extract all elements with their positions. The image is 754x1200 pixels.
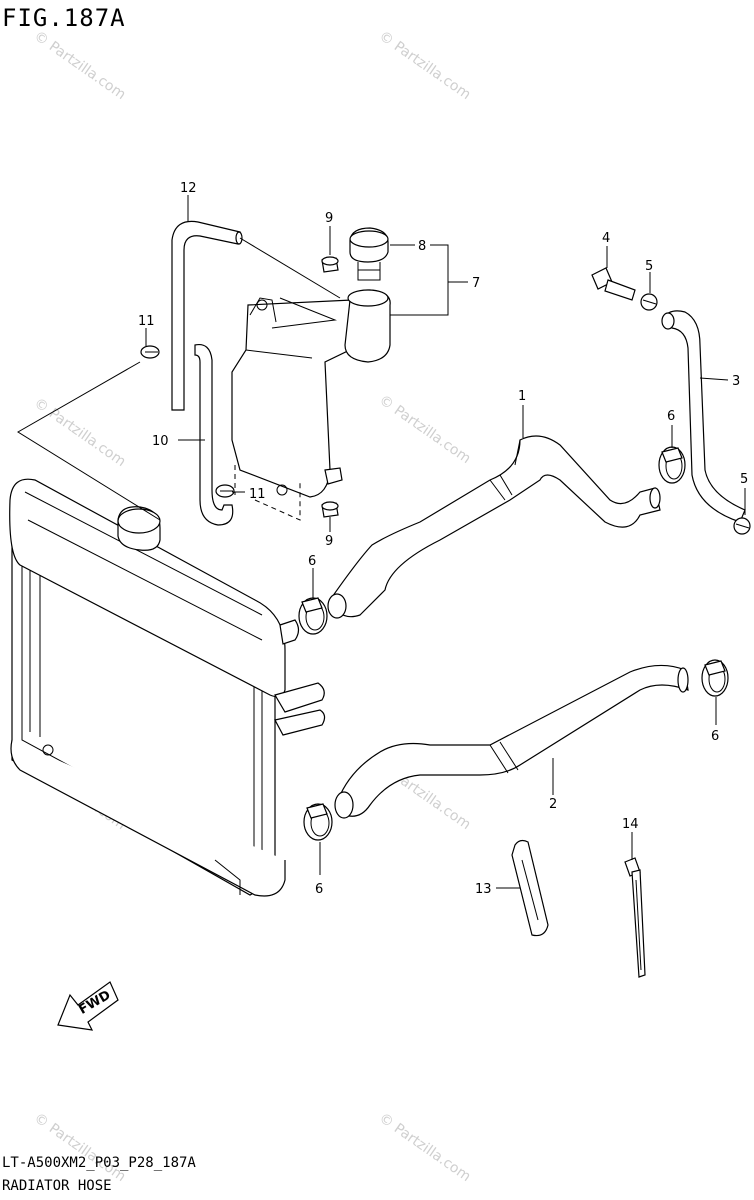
callout-11: 11: [249, 487, 266, 502]
hose-clamp-6: [658, 446, 686, 484]
radiator: [9, 478, 326, 897]
callout-2: 2: [549, 797, 557, 812]
radiator-inlet-hose-1: [327, 435, 661, 619]
bypass-hose-3: [661, 310, 746, 523]
hose-clamp-6: [303, 803, 333, 841]
callout-7: 7: [472, 276, 480, 291]
forward-arrow: FWD: [57, 981, 119, 1031]
diagram-code: LT-A500XM2_P03_P28_187A: [2, 1155, 196, 1171]
cable-tie-14: [624, 857, 646, 978]
callout-6: 6: [308, 554, 316, 569]
breather-hose-10: [194, 343, 234, 526]
callout-11: 11: [138, 314, 155, 329]
callout-6: 6: [315, 882, 323, 897]
callout-12: 12: [180, 181, 197, 196]
figure-title: FIG.187A: [2, 4, 126, 32]
hose-holder-13: [511, 839, 549, 937]
callout-6: 6: [711, 729, 719, 744]
callout-9: 9: [325, 534, 333, 549]
clamp-5-upper: [640, 293, 658, 311]
callout-5: 5: [740, 472, 748, 487]
clamp-5-lower: [733, 517, 751, 535]
callout-5: 5: [645, 259, 653, 274]
hose-clamp-6: [701, 659, 729, 697]
diagram-name: RADIATOR HOSE: [2, 1178, 112, 1194]
radiator-outlet-hose-2: [334, 664, 689, 819]
callout-6: 6: [667, 409, 675, 424]
callout-9: 9: [325, 211, 333, 226]
bolt-9-lower: [321, 501, 339, 518]
reservoir-cap: [349, 227, 389, 281]
clamp-11-upper: [140, 345, 160, 359]
reservoir-tank: [231, 289, 391, 521]
callout-8: 8: [418, 239, 426, 254]
callout-1: 1: [518, 389, 526, 404]
clamp-11-lower: [215, 484, 235, 498]
callout-3: 3: [732, 374, 740, 389]
leader-lines: [17, 195, 746, 889]
callout-13: 13: [475, 882, 492, 897]
bolt-9-upper: [321, 256, 339, 273]
callout-4: 4: [602, 231, 610, 246]
callout-10: 10: [152, 434, 169, 449]
overflow-hose-12: [171, 220, 243, 411]
union-fitting-4: [591, 267, 636, 301]
callout-14: 14: [622, 817, 639, 832]
hose-clamp-6: [298, 597, 328, 635]
